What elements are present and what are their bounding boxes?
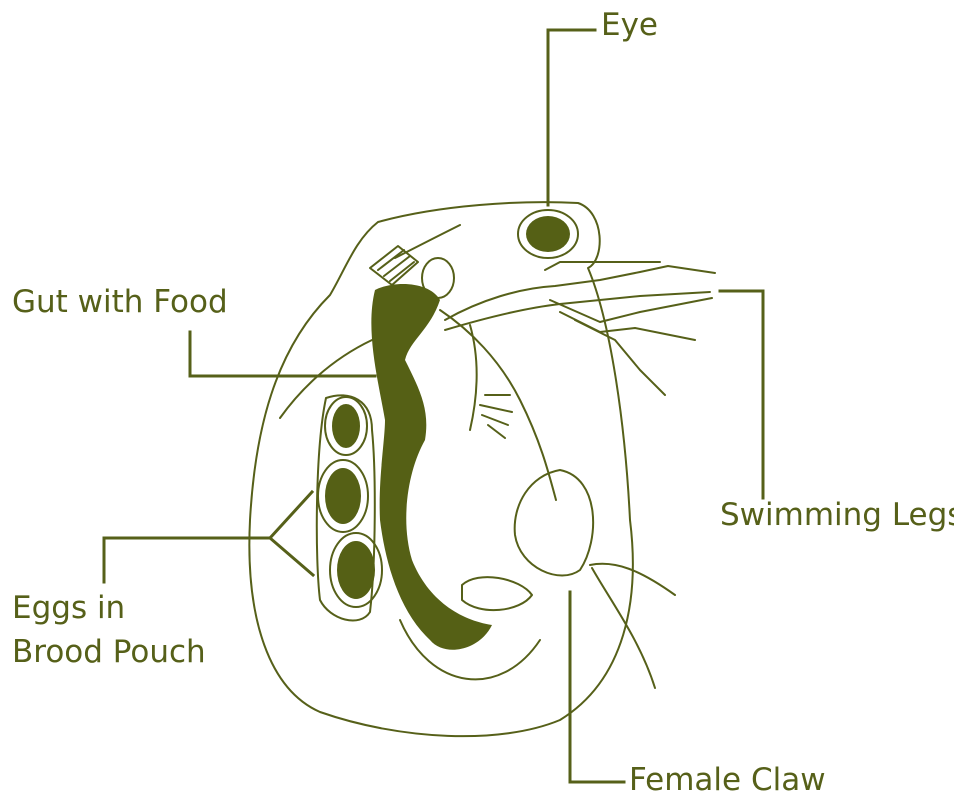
ovary-cluster bbox=[462, 577, 532, 610]
eggs-label-line-2: Brood Pouch bbox=[12, 630, 206, 674]
eggs-label-line-1: Eggs in bbox=[12, 586, 206, 630]
inner-carapace-line bbox=[280, 340, 372, 418]
eye-label: Eye bbox=[601, 3, 658, 47]
thorax-lines bbox=[440, 310, 556, 500]
mandible-shape bbox=[370, 246, 418, 285]
swimming-legs-leader-line bbox=[720, 291, 763, 498]
eye-leader-line bbox=[548, 30, 595, 205]
swimming-legs-label: Swimming Legs bbox=[720, 493, 954, 537]
egg-3 bbox=[330, 533, 382, 607]
post-abdomen bbox=[515, 470, 593, 576]
egg-2 bbox=[318, 460, 368, 532]
eggs-label: Eggs in Brood Pouch bbox=[12, 586, 206, 674]
eggs-leader-line bbox=[104, 492, 313, 582]
female-claw-label: Female Claw bbox=[629, 758, 826, 802]
carapace-outline bbox=[249, 202, 632, 736]
gut-label: Gut with Food bbox=[12, 280, 228, 324]
head-ridge bbox=[395, 225, 460, 258]
eye-shape bbox=[526, 216, 570, 252]
swimming-legs-shape bbox=[445, 262, 715, 395]
egg-1 bbox=[325, 397, 367, 455]
